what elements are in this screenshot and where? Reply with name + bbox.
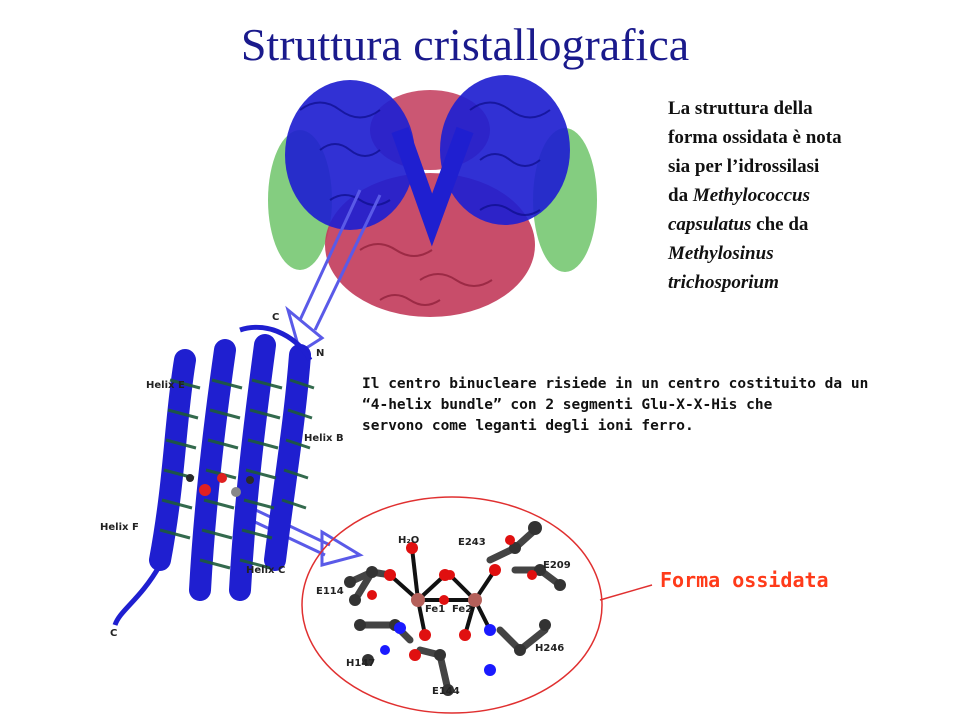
- helix-bundle-image: [112, 324, 315, 626]
- page-title: Struttura cristallografica: [240, 19, 690, 70]
- fe2-label: Fe2: [452, 604, 473, 615]
- description-line: trichosporium: [668, 268, 908, 297]
- description-line: capsulatus che da: [668, 210, 908, 239]
- description-fragment: che da: [751, 214, 809, 235]
- h246-label: H246: [535, 643, 565, 654]
- species-name: trichosporium: [668, 272, 779, 293]
- description-line: Methylosinus: [668, 239, 908, 268]
- binuclear-center-note: Il centro binucleare risiede in un centr…: [362, 374, 902, 437]
- crystal-structure-image: [268, 75, 597, 317]
- e243-label: E243: [458, 537, 486, 548]
- helix-b-label: Helix B: [304, 433, 344, 444]
- description-line: sia per l’idrossilasi: [668, 156, 820, 177]
- helix-f-label: Helix F: [100, 522, 139, 533]
- description-text: La struttura della forma ossidata è nota…: [668, 94, 908, 297]
- e114-label: E114: [316, 586, 344, 597]
- helix-c-terminus-top: C: [272, 312, 280, 323]
- description-line: forma ossidata è nota: [668, 127, 842, 148]
- helix-n-terminus: N: [316, 348, 325, 359]
- note-line: servono come leganti degli ioni ferro.: [362, 418, 694, 434]
- note-line: “4-helix bundle” con 2 segmenti Glu-X-X-…: [362, 397, 773, 413]
- description-line: da Methylococcus: [668, 181, 908, 210]
- active-site-diagram: [301, 496, 653, 714]
- description-line: La struttura della: [668, 98, 813, 119]
- e209-label: E209: [543, 560, 571, 571]
- arrow-to-bundle: [285, 189, 382, 355]
- species-name: capsulatus: [668, 214, 752, 235]
- h147-label: H147: [346, 658, 376, 669]
- species-name: Methylococcus: [692, 185, 810, 206]
- helix-e-label: Helix E: [146, 380, 185, 391]
- water-label: H₂O: [398, 535, 420, 546]
- fe1-label: Fe1: [425, 604, 446, 615]
- species-name: Methylosinus: [668, 243, 774, 264]
- note-line: Il centro binucleare risiede in un centr…: [362, 376, 869, 392]
- helix-c-label: Helix C: [246, 565, 286, 576]
- helix-c-terminus-bottom: C: [110, 628, 118, 639]
- oxidized-form-label: Forma ossidata: [660, 568, 829, 592]
- e144-label: E144: [432, 686, 460, 697]
- description-fragment: da: [668, 185, 693, 206]
